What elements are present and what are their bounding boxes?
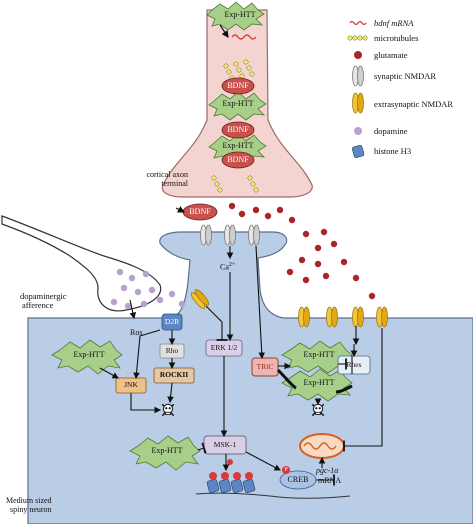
bdnf-label-released: BDNF	[189, 207, 211, 216]
legend-synaptic-nmdar-icon	[352, 65, 364, 87]
exp-htt-star-left	[51, 339, 123, 375]
histone-cluster	[195, 472, 351, 499]
d2r-label: D2R	[164, 317, 180, 326]
bdnf-axon-1	[221, 77, 255, 95]
mitochondrion	[299, 433, 345, 459]
exp-htt-label-center-2: Exp-HTT	[303, 378, 335, 387]
synaptic-nmdar-2	[224, 224, 236, 246]
creb-label: CREB	[287, 475, 309, 484]
extrasynaptic-nmdar-5	[376, 306, 388, 328]
legend-histone: histone H3	[374, 146, 412, 156]
cortical-label-line1: cortical axon	[146, 170, 188, 179]
exp-htt-star-center-2	[281, 368, 353, 402]
legend-mrna-icon	[349, 20, 367, 26]
legend-glutamate-icon	[354, 51, 362, 59]
pgc-label: pgc-1α	[316, 466, 339, 475]
msn-label-line1: Medium sized	[6, 496, 52, 505]
rockii-label: ROCKII	[159, 370, 189, 379]
exp-htt-star-bottom	[129, 435, 201, 471]
exp-htt-label-axon-2: Exp-HTT	[222, 141, 254, 150]
pgc-mrna-label: mRNA	[318, 476, 342, 485]
phospho-msk	[227, 459, 233, 465]
exp-htt-label-center-1: Exp-HTT	[303, 350, 335, 359]
synaptic-nmdar-1	[200, 224, 212, 246]
legend-microtubules: microtubules	[374, 33, 419, 43]
legend-synaptic-nmdar: synaptic NMDAR	[374, 71, 437, 81]
pathway-arrows	[99, 245, 383, 486]
exp-htt-label-bottom: Exp-HTT	[151, 446, 183, 455]
bdnf-axon-3	[221, 151, 255, 169]
phospho-creb	[282, 466, 290, 474]
bdnf-label-2: BDNF	[227, 125, 249, 134]
tric-label: TRiC	[256, 362, 274, 371]
bdnf-axon-2	[221, 121, 255, 139]
erk-label: ERK 1/2	[210, 343, 238, 352]
legend-dopamine: dopamine	[374, 126, 408, 136]
calcium-label: Ca2+	[220, 262, 236, 272]
ros-label: Ros	[130, 328, 143, 337]
legend-extrasynaptic-nmdar: extrasynaptic NMDAR	[374, 99, 454, 109]
exp-htt-label-left: Exp-HTT	[73, 350, 105, 359]
extrasynaptic-nmdar-3	[326, 306, 338, 328]
legend-extrasynaptic-nmdar-icon	[352, 92, 364, 114]
bdnf-label-3: BDNF	[227, 155, 249, 164]
jnk-label: JNK	[124, 380, 138, 389]
legend-bdnf-mrna: bdnf mRNA	[374, 18, 414, 28]
bdnf-mrna-in-axon	[231, 34, 257, 40]
exp-htt-label-axon-1: Exp-HTT	[222, 99, 254, 108]
extrasynaptic-nmdar-2	[298, 306, 310, 328]
phospho-label: P	[284, 467, 288, 473]
bdnf-label-1: BDNF	[227, 81, 249, 90]
cell-death-icon-2	[311, 403, 325, 417]
legend-microtubule-icon	[347, 35, 368, 41]
exp-htt-star-top	[206, 1, 265, 31]
synaptic-nmdar-3	[248, 224, 260, 246]
msn-label-line2: spiny neuron	[10, 505, 52, 514]
cortical-label-line2: terminal	[161, 179, 188, 188]
glutamate-molecules	[228, 202, 376, 300]
rhes-label: Rhes	[346, 360, 362, 369]
rho-label: Rho	[165, 346, 179, 355]
dopaminergic-label-line2: afference	[22, 300, 54, 310]
legend-histone-icon	[352, 145, 365, 158]
legend-dopamine-icon	[354, 127, 362, 135]
legend-glutamate: glutamate	[374, 50, 408, 60]
extrasynaptic-nmdar-4	[352, 306, 364, 328]
cell-death-icon-1	[161, 403, 175, 417]
msk-label: MSK-1	[213, 440, 237, 449]
exp-htt-label-top: Exp-HTT	[224, 10, 256, 19]
dopamine-molecules	[110, 268, 186, 310]
dopaminergic-label-line1: dopaminergic	[20, 291, 67, 301]
